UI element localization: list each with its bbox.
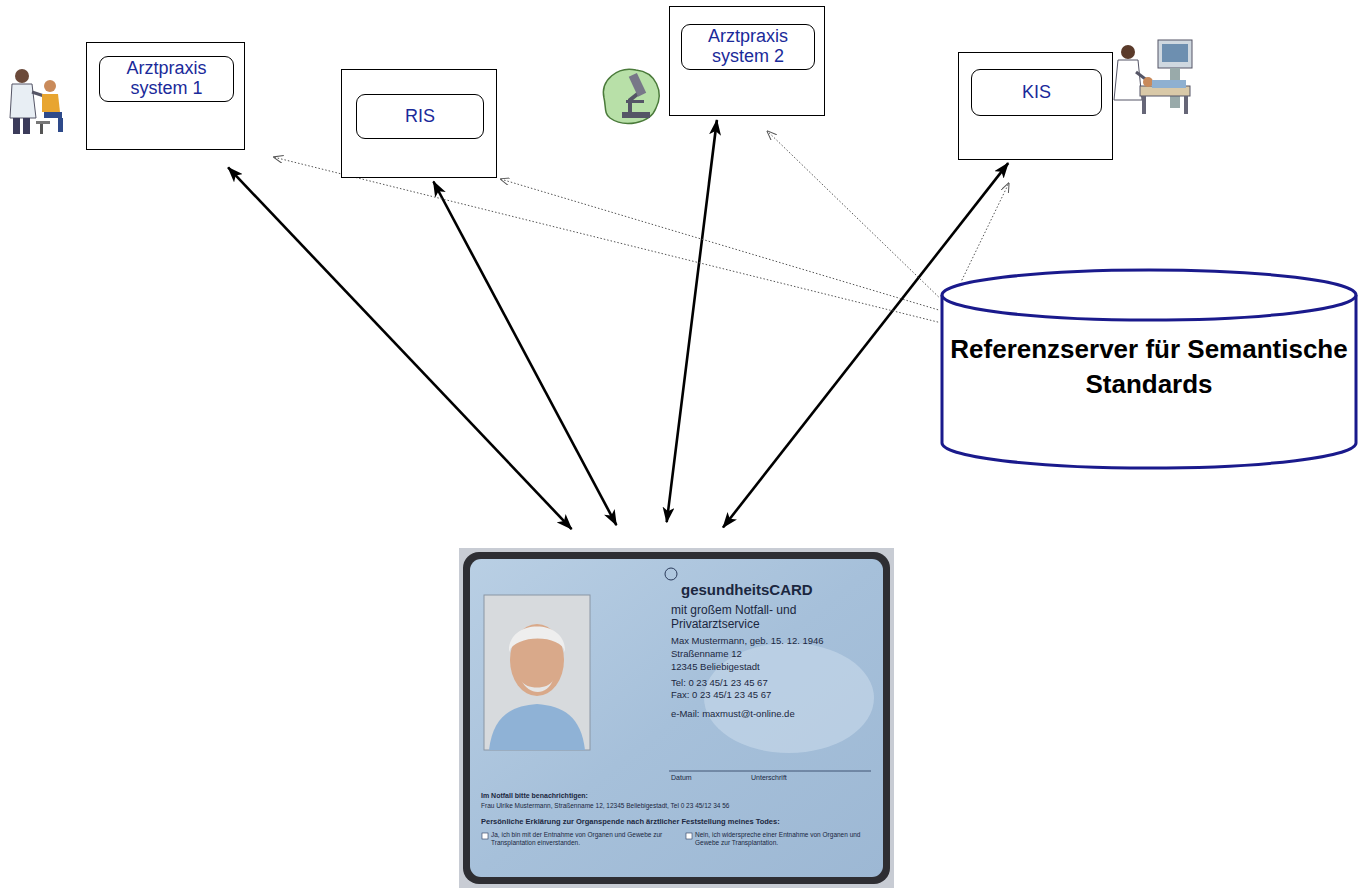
health-card: gesundheitsCARD mit großem Notfall- und P… [459,548,894,888]
system-box: Arztpraxis system 2 [669,6,825,116]
nurse-monitor-icon [1114,40,1192,114]
system-box: KIS [958,52,1113,160]
data-exchange-arrow [667,120,717,522]
system-box: Arztpraxis system 1 [86,42,245,150]
donation-no: Nein, ich widerspreche einer Entnahme vo… [695,831,875,847]
system-box: RIS [341,69,497,178]
card-frame [463,552,890,884]
server-label: Referenzserver für Semantische Standards [950,332,1348,402]
donation-yes: Ja, ich bin mit der Entnahme von Organen… [491,831,677,847]
reference-link [962,183,1009,280]
card-brand: gesundheitsCARD [681,581,881,599]
portrait-shirt [489,704,585,750]
checkbox [482,833,488,839]
fax: Fax: 0 23 45/1 23 45 67 [671,689,881,700]
system-label: KIS [971,69,1102,116]
holder-name: Max Mustermann, geb. 15. 12. 1946 [671,635,881,646]
microscope-icon [603,69,659,123]
emergency-heading: Im Notfall bitte benachrichtigen: [481,792,876,800]
street: Straßenname 12 [671,648,881,659]
date-label: Datum [671,774,731,782]
portrait-beard [521,680,553,692]
database-cylinder: Referenzserver für Semantische Standards [940,268,1358,470]
system-label: Arztpraxis system 1 [99,56,234,102]
city: 12345 Beliebigestadt [671,661,881,672]
card-logo [665,568,677,580]
system-label: RIS [356,94,484,139]
checkbox [686,833,692,839]
scan-ground [459,548,894,888]
card-subtitle: mit großem Notfall- und Privatarztservic… [671,603,821,632]
donation-heading: Persönliche Erklärung zur Organspende na… [481,817,876,826]
cylinder-outline [940,268,1358,470]
system-label: Arztpraxis system 2 [681,24,815,70]
data-exchange-arrow [228,167,571,529]
reference-link [501,179,938,310]
card-face [470,559,883,877]
signature-label: Unterschrift [751,774,831,782]
portrait-hair [509,627,565,653]
cylinder-top [942,270,1356,320]
signature-line [669,771,871,772]
phone: Tel: 0 23 45/1 23 45 67 [671,677,881,688]
data-exchange-arrow [433,182,616,526]
emergency-contact: Frau Ulrike Mustermann, Straßenname 12, … [481,802,876,810]
email: e-Mail: maxmust@t-online.de [671,708,881,719]
reference-link [274,157,938,322]
reference-link [768,131,939,297]
doctor-patient-icon [10,69,63,134]
portrait-frame [484,595,590,750]
